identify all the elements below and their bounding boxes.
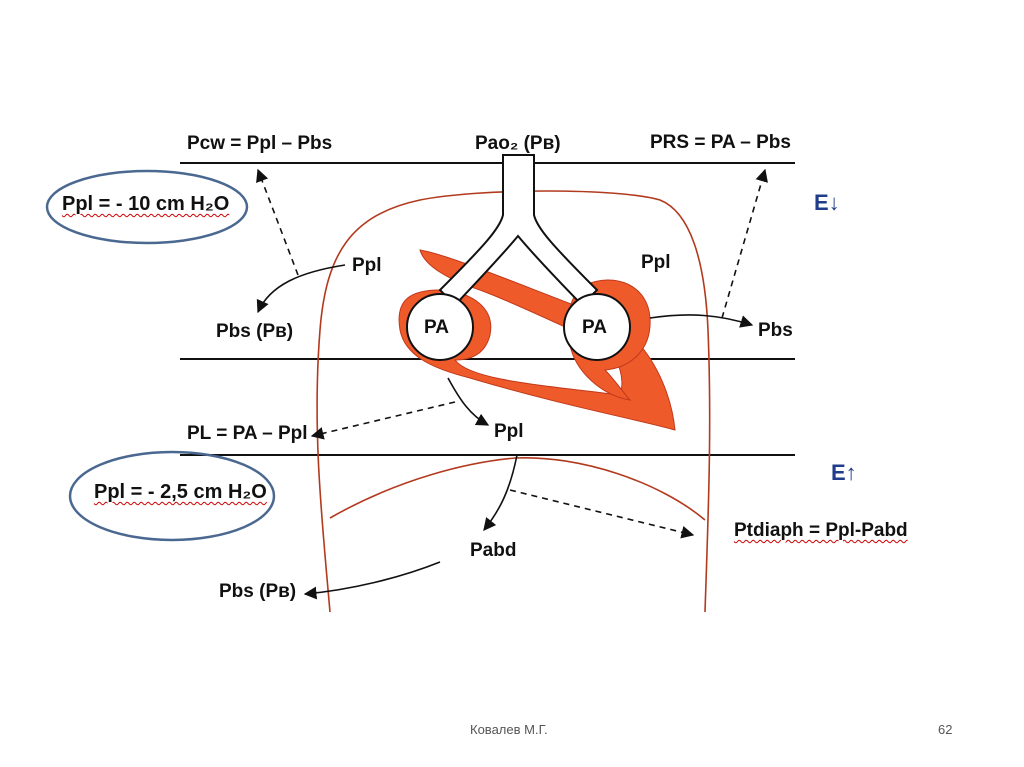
pa-to-pbs-arrow: [649, 314, 754, 328]
pl-dashed-arrow: [310, 401, 456, 440]
pl-equation: PL = PA – Ppl: [187, 423, 308, 444]
airway: [438, 154, 599, 307]
pa-left-label: PA: [424, 317, 449, 338]
bottom-pressure-ellipse: [68, 450, 276, 542]
left-alveolus: [406, 293, 474, 361]
ptdiaph-dashed-arrow: [509, 489, 695, 539]
prs-equation: PRS = PA – Pbs: [650, 132, 791, 153]
ppl-to-pabd-arrow: [483, 454, 518, 531]
pbs-pb-upper-label: Pbs (Pв): [216, 321, 294, 342]
ppl-bottom-value: Ppl = - 2,5 cm H₂O: [94, 481, 267, 503]
pabd-to-pbs-arrow: [303, 561, 441, 600]
e-down-label: E↓: [814, 190, 840, 215]
prs-dashed-arrow: [721, 168, 768, 319]
right-alveolus: [563, 293, 631, 361]
ppl-left-label: Ppl: [352, 255, 382, 276]
pao2-label: Pao₂ (Pв): [475, 133, 561, 154]
footer-author: Ковалев М.Г.: [470, 722, 548, 737]
ppl-top-value: Ppl = - 10 cm H₂O: [62, 193, 230, 215]
pabd-label: Pabd: [470, 540, 517, 561]
pcw-equation: Pcw = Ppl – Pbs: [187, 133, 333, 154]
chest-wall-outline: [316, 190, 711, 613]
ptdiaph-equation: Ptdiaph = Ppl-Pabd: [734, 520, 908, 541]
lung-to-ppl-arrow: [447, 377, 490, 426]
ppl-to-pbs-arrow: [256, 264, 346, 314]
pa-right-label: PA: [582, 317, 607, 338]
pcw-dashed-arrow: [256, 168, 299, 276]
e-up-label: E↑: [831, 460, 857, 485]
pbs-right-label: Pbs: [758, 320, 793, 341]
pbs-pb-lower-label: Pbs (Pв): [219, 581, 297, 602]
top-pressure-ellipse: [45, 169, 249, 245]
diaphragm: [329, 456, 706, 521]
ppl-right-label: Ppl: [641, 252, 671, 273]
ppl-center-label: Ppl: [494, 421, 524, 442]
footer-page-number: 62: [938, 722, 953, 737]
